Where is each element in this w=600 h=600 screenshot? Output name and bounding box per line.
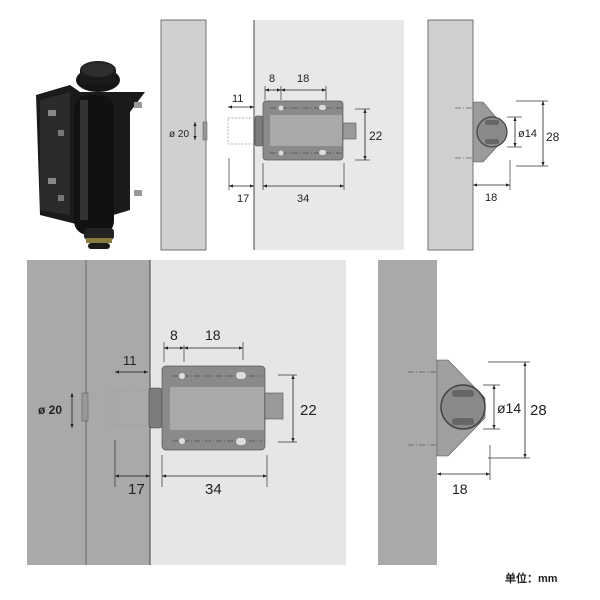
dim-hole-spacing: 18: [297, 73, 309, 85]
plunger-circle: [476, 116, 508, 148]
bottom-side-view: ø14 28 18: [378, 260, 547, 565]
dim-height: 22: [369, 129, 383, 143]
dim-protrusion: 17: [237, 193, 249, 205]
side-dim-height: 28: [530, 402, 547, 419]
dim-length: 34: [205, 481, 222, 498]
side-dim-diameter: ø14: [518, 128, 537, 140]
dim-hole-diameter: ø 20: [38, 403, 62, 417]
dim-length: 34: [297, 193, 309, 205]
plunger-circle: [440, 384, 486, 430]
dim-height: 22: [300, 402, 317, 419]
bottom-front-view: ø 20 8 18 11 22 17 34: [27, 260, 346, 565]
dim-plunger-depth: 11: [232, 93, 243, 105]
side-dim-depth: 18: [452, 481, 468, 497]
dim-plunger-depth: 11: [123, 353, 137, 368]
dim-hole-spacing: 18: [205, 327, 221, 343]
top-front-view: ø 20 8 18 11 22 17 34: [160, 19, 404, 251]
dim-front-offset: 8: [170, 327, 178, 343]
side-dim-diameter: ø14: [497, 400, 521, 416]
unit-label: 单位：mm: [505, 571, 558, 585]
top-side-view: ø14 28 18: [427, 19, 560, 251]
door-panel: [27, 260, 150, 565]
product-photo: [36, 61, 145, 249]
dim-front-offset: 8: [269, 73, 275, 85]
door-panel: [160, 19, 207, 251]
dim-hole-diameter: ø 20: [169, 129, 189, 140]
side-dim-height: 28: [546, 130, 560, 144]
dim-protrusion: 17: [128, 481, 145, 498]
side-dim-depth: 18: [485, 192, 497, 204]
